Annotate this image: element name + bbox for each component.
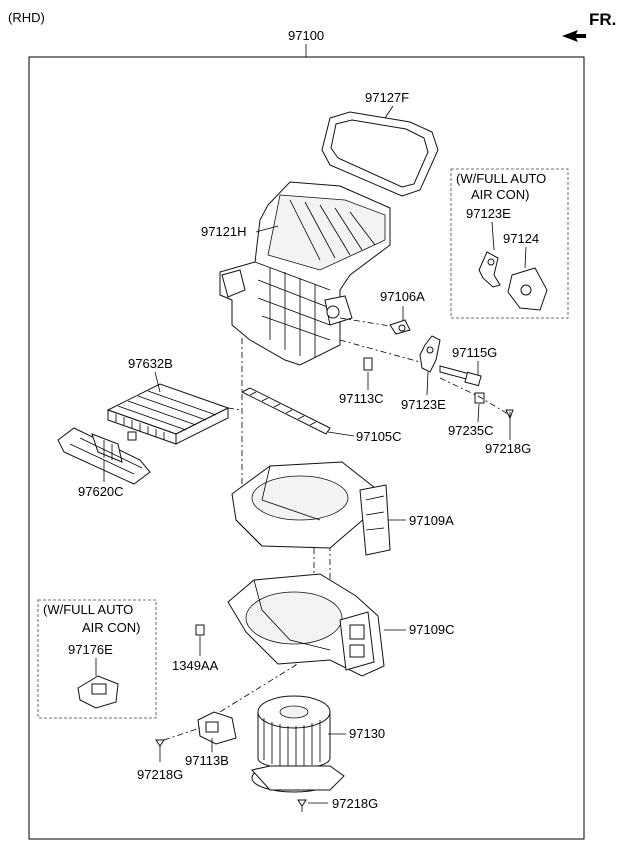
option-box-top <box>450 168 569 319</box>
blower-motor-97130 <box>251 695 345 793</box>
rod-97115G <box>439 365 482 387</box>
label-97218G-left: 97218G <box>137 767 183 782</box>
air-filter-97632B <box>106 383 230 445</box>
label-97123E-option: 97123E <box>466 206 511 221</box>
variant-label: (RHD) <box>8 10 45 25</box>
option-bottom-line1: (W/FULL AUTO <box>43 602 133 617</box>
clip-1349AA <box>195 624 205 636</box>
label-97130: 97130 <box>349 726 385 741</box>
heater-case-97121H <box>219 181 391 366</box>
clip-97235C <box>474 392 485 404</box>
actuator-lever-97123E-option <box>478 251 501 288</box>
gasket-97127F <box>321 111 439 197</box>
label-97105C: 97105C <box>356 429 402 444</box>
label-97113C: 97113C <box>339 391 384 406</box>
option-top-line2: AIR CON) <box>471 187 530 202</box>
seal-97105C <box>240 387 331 435</box>
actuator-lever-97123E <box>419 335 441 373</box>
filter-cover-97620C <box>57 427 151 485</box>
screw-97106A <box>389 319 411 335</box>
screw-97218G-bottom <box>297 799 307 812</box>
assembly-number: 97100 <box>288 28 324 43</box>
blower-case-upper-97109A <box>231 461 391 556</box>
label-97106A: 97106A <box>380 289 425 304</box>
clip-97113C <box>363 357 373 371</box>
blower-case-lower-97109C <box>227 573 385 677</box>
label-97632B: 97632B <box>128 356 173 371</box>
label-97124: 97124 <box>503 231 539 246</box>
option-bottom-line2: AIR CON) <box>82 620 141 635</box>
label-97115G: 97115G <box>452 345 497 360</box>
label-97109C: 97109C <box>409 622 455 637</box>
label-97620C: 97620C <box>78 484 124 499</box>
label-97176E: 97176E <box>68 642 113 657</box>
label-97218G-right: 97218G <box>485 441 531 456</box>
actuator-97124 <box>507 267 548 311</box>
label-97127F: 97127F <box>365 90 409 105</box>
assembly-frame <box>28 56 585 840</box>
resistor-97113B <box>197 711 237 745</box>
front-label: FR. <box>589 10 616 29</box>
screw-97218G-right <box>505 409 514 426</box>
front-arrow-icon <box>562 30 586 42</box>
label-97113B: 97113B <box>185 753 229 768</box>
label-1349AA: 1349AA <box>172 658 219 673</box>
label-97235C: 97235C <box>448 423 494 438</box>
option-top-line1: (W/FULL AUTO <box>456 171 546 186</box>
label-97123E: 97123E <box>401 397 446 412</box>
screw-97218G-left <box>155 739 165 762</box>
option-box-bottom <box>37 599 157 719</box>
label-97109A: 97109A <box>409 513 454 528</box>
label-97121H: 97121H <box>201 224 247 239</box>
resistor-97176E <box>77 675 119 709</box>
label-97218G-bottom: 97218G <box>332 796 378 811</box>
